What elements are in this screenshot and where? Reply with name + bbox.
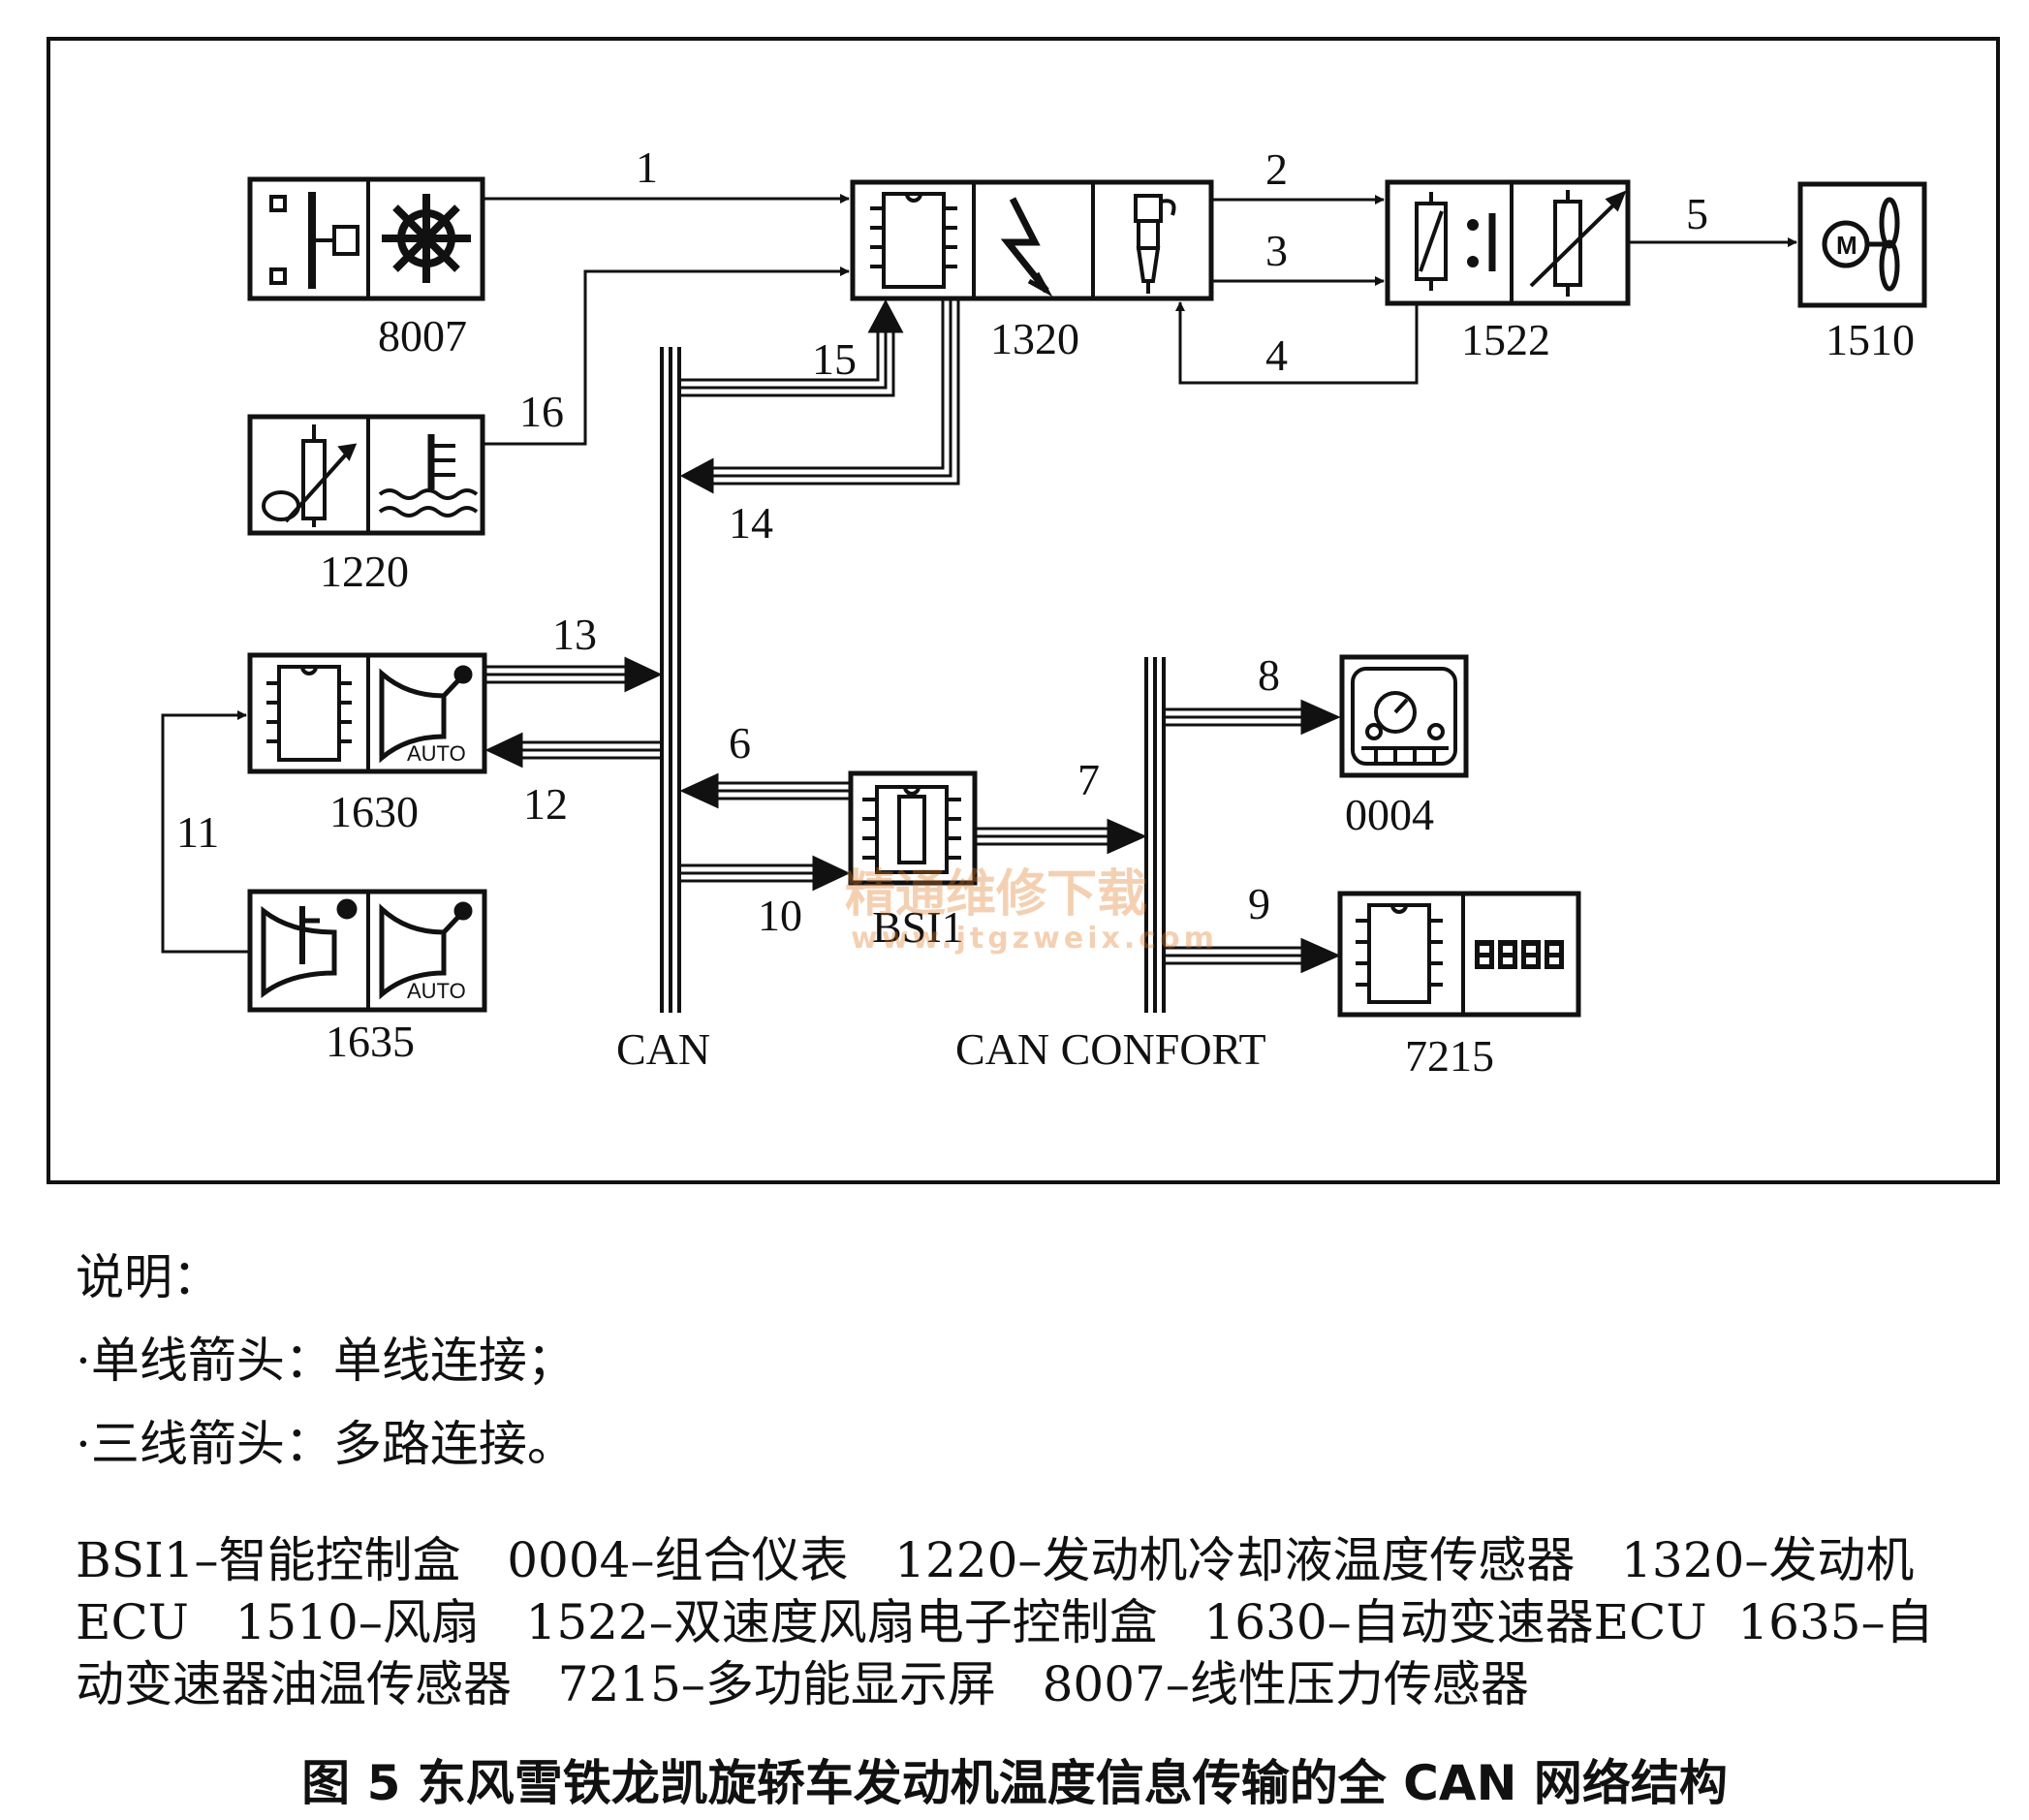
module-1635-label: 1635 [326,1017,415,1066]
notes-triple-line: ·三线箭头：多路连接。 [76,1416,576,1472]
link-8-arrow [1164,699,1341,736]
watermark-url: www.jtgzweix.com [851,922,1218,956]
link-6-arrow [679,772,851,809]
module-1220: 1220 [247,414,485,596]
module-1320-label: 1320 [990,314,1079,363]
module-7215-label: 7215 [1405,1031,1494,1081]
link-15-label: 15 [812,334,857,384]
injector-icon [1134,194,1176,294]
link-1-label: 1 [636,142,658,192]
notes-single-line: ·单线箭头：单线连接； [76,1333,576,1389]
thermistor-icon [262,424,358,527]
link-11-arrow [161,710,250,954]
link-14-label: 14 [729,498,773,548]
control-box-icon [862,785,961,874]
ecu-chip-icon [266,665,352,762]
link-16-arrow [483,267,850,446]
module-1522: 1522 [1385,179,1631,364]
pressure-sensor-icon [269,192,359,289]
can-bus-label: CAN [616,1024,710,1074]
variable-resistor-icon [1529,190,1627,297]
svg-text:M: M [1836,231,1857,260]
module-0004: 0004 [1339,654,1469,839]
svg-text:AUTO: AUTO [407,979,466,1003]
legend: BSI1–智能控制盒 0004–组合仪表 1220–发动机冷却液温度传感器 13… [76,1532,1934,1712]
link-9-arrow [1164,937,1341,974]
module-1510-label: 1510 [1826,315,1915,364]
coolant-temperature-icon [378,434,479,518]
link-10-label: 10 [758,891,802,940]
module-1630-label: 1630 [329,787,419,836]
link-4-arrow [1175,301,1419,385]
module-1320: 1320 [850,179,1214,363]
link-7-label: 7 [1077,755,1100,804]
notes-heading: 说明： [76,1249,221,1305]
link-2-label: 2 [1265,144,1288,194]
can-bus [660,347,681,1013]
can-confort-bus [1144,657,1166,1013]
ecu-chip-icon [1356,903,1443,1004]
link-12-arrow [484,732,662,769]
snowflake-icon [382,194,471,283]
gearbox-auto-icon: AUTO [379,901,473,1003]
diagram-frame [47,37,2000,1184]
link-4-label: 4 [1265,330,1288,380]
link-8-label: 8 [1258,650,1280,700]
link-11-label: 11 [176,807,219,857]
can-network-diagram: 8007 1220 [47,37,2000,1184]
notes: 说明： ·单线箭头：单线连接； ·三线箭头：多路连接。 [76,1236,576,1486]
link-15-arrow [679,298,904,397]
watermark-text: 精通维修下载 [845,865,1147,924]
oil-temperature-icon [261,898,358,998]
link-6-label: 6 [729,718,751,768]
figure-caption: 图 5 东风雪铁龙凯旋轿车发动机温度信息传输的全 CAN 网络结构 [301,1755,1728,1811]
lightning-icon [1000,197,1053,298]
watermark: 精通维修下载 www.jtgzweix.com [845,865,1218,956]
module-1522-label: 1522 [1461,315,1550,364]
display-digits-icon [1475,940,1564,969]
svg-text:AUTO: AUTO [407,741,466,766]
fan-motor-icon: M [1822,197,1900,292]
link-9-label: 9 [1248,879,1270,928]
link-13-arrow [484,656,663,693]
module-1635: AUTO 1635 [247,889,487,1066]
module-7215: 7215 [1337,891,1581,1081]
link-3-label: 3 [1265,226,1288,275]
module-1220-label: 1220 [320,547,409,596]
module-1510: M 1510 [1797,181,1927,364]
module-1630: AUTO 1630 [247,652,487,836]
link-16-label: 16 [519,387,564,436]
link-12-label: 12 [523,779,568,829]
gearbox-auto-icon: AUTO [379,665,473,766]
module-8007-label: 8007 [378,311,467,361]
relay-icon [1415,192,1496,291]
module-0004-label: 0004 [1345,790,1434,839]
module-bsi1-label: BSI1 [872,902,964,952]
ecu-chip-icon [870,192,957,289]
link-14-arrow [679,298,960,494]
link-7-arrow [975,818,1147,855]
instrument-cluster-icon [1351,667,1457,766]
link-13-label: 13 [552,610,597,659]
module-8007: 8007 [247,176,485,361]
link-10-arrow [679,855,851,892]
can-confort-bus-label: CAN CONFORT [955,1024,1266,1074]
link-5-label: 5 [1686,189,1708,238]
module-bsi1: BSI1 [848,770,978,952]
